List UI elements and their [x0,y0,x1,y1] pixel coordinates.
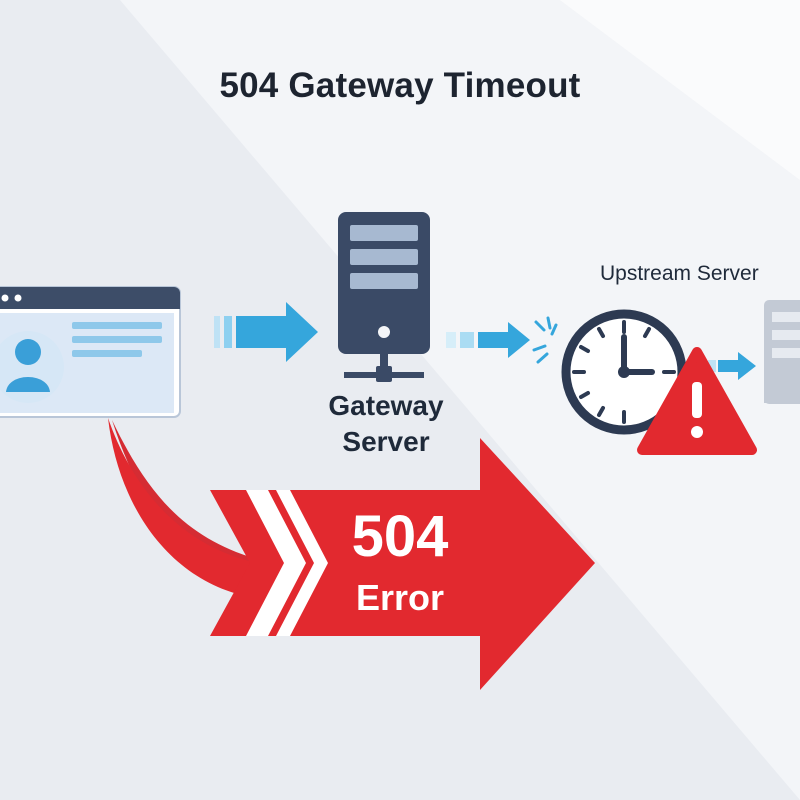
chevron-stripe [246,490,306,636]
error-label: Error [355,577,445,618]
error-arrow [108,418,595,690]
browser-window-icon [0,286,181,418]
network-connector-icon [344,354,424,382]
request-arrow [214,302,318,362]
upstream-server-label: Upstream Server [600,262,759,285]
error-code: 504 [351,504,449,569]
user-avatar-icon [0,331,64,403]
chevron-stripe [276,490,328,636]
spark-break-icon [532,316,558,364]
warning-triangle-icon [637,347,757,455]
timeout-arrow [446,322,530,358]
gateway-server-label: Gateway Server [328,390,444,457]
server-tower-icon [338,212,430,354]
upstream-server-icon [764,300,800,404]
upstream-arrow [708,352,756,380]
page-title: 504 Gateway Timeout [219,66,581,105]
